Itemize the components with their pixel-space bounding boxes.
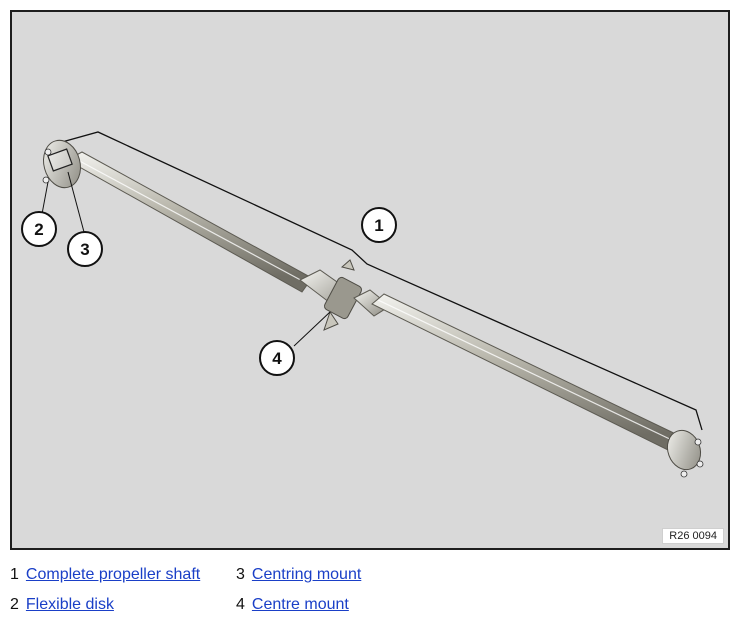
rear-shaft-tube (371, 293, 681, 453)
legend-item-3: 3 Centring mount (236, 566, 361, 584)
callout-4-leader (293, 311, 331, 347)
svg-text:2: 2 (34, 220, 43, 239)
callout-2-leader (41, 181, 49, 215)
callout-2: 2 (21, 211, 57, 247)
figure-reference-code: R26 0094 (662, 528, 724, 544)
legend-item-4: 4 Centre mount (236, 596, 349, 614)
svg-text:3: 3 (80, 240, 89, 259)
propeller-shaft-illustration: 1 2 3 4 (21, 131, 704, 478)
svg-text:4: 4 (272, 349, 282, 368)
legend-link-flexible-disk[interactable]: Flexible disk (25, 596, 114, 613)
legend-number: 3 (236, 566, 245, 583)
callout-1-bracket (61, 131, 703, 431)
legend-number: 1 (10, 566, 19, 583)
callout-3-leader (67, 171, 85, 233)
propeller-shaft-figure: 1 2 3 4 R26 0094 (10, 10, 730, 550)
callout-4: 4 (259, 340, 295, 376)
centring-mount-part (47, 148, 73, 172)
callout-1: 1 (361, 207, 397, 243)
legend-item-1: 1 Complete propeller shaft (10, 566, 200, 584)
flexible-disk-part (43, 139, 81, 189)
centre-mount-bearing (323, 276, 363, 320)
legend-link-centre-mount[interactable]: Centre mount (251, 596, 349, 613)
legend-number: 4 (236, 596, 245, 613)
legend-number: 2 (10, 596, 19, 613)
svg-text:1: 1 (374, 216, 383, 235)
legend-link-centring-mount[interactable]: Centring mount (251, 566, 362, 583)
legend-item-2: 2 Flexible disk (10, 596, 114, 614)
callout-3: 3 (67, 231, 103, 267)
legend-link-complete-propeller-shaft[interactable]: Complete propeller shaft (25, 566, 201, 583)
front-shaft-tube (65, 151, 313, 293)
